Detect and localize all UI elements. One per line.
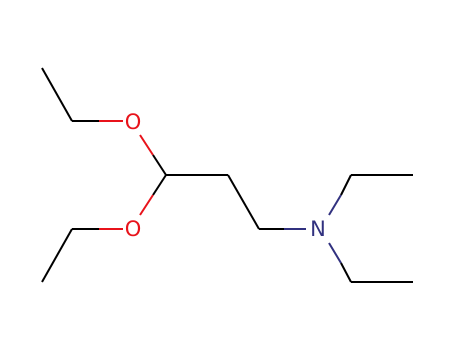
bond-n-ch2-upper-nitrogen-half (328, 194, 342, 216)
bond-ch3-ch2-upper (41, 67, 73, 122)
bond-o-ch-upper-oxygen-half (139, 134, 154, 156)
bond-n-ch2-lower-nitrogen-half (328, 242, 342, 264)
nitrogen-atom: N (310, 217, 326, 241)
oxygen-atom-lower: O (125, 217, 142, 241)
bond-ch-o-lower-carbon-half (152, 174, 167, 196)
bond-ch2-ch3-lower (41, 228, 73, 283)
atom-labels: O O N (125, 110, 326, 241)
oxygen-atom-upper: O (125, 110, 142, 134)
bond-n-ch2-lower-carbon-half (340, 262, 352, 283)
bond-ch-o-lower-oxygen-half (139, 194, 154, 216)
bond-ch2-ch2 (227, 174, 260, 230)
bond-o-ch-upper-carbon-half (152, 154, 167, 176)
bond-n-ch2-upper-carbon-half (340, 174, 352, 196)
bonds (41, 67, 413, 283)
